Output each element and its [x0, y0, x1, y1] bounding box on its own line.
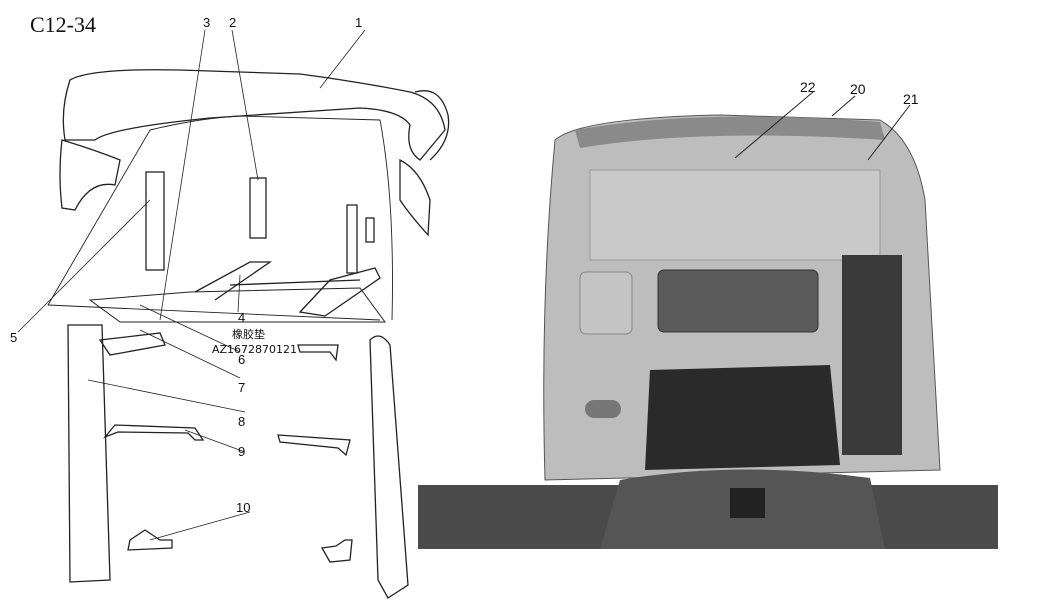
vent-grille: [585, 400, 621, 418]
coupling-plate: [730, 488, 765, 518]
callout-8: 8: [238, 414, 245, 429]
leader-7: [139, 329, 241, 379]
frame-member-right: [298, 267, 381, 317]
callout-4: 4: [238, 310, 245, 325]
callout-6: 6: [238, 352, 245, 367]
frame-crossbar: [229, 279, 361, 286]
frame-member-left: [194, 261, 273, 301]
air-intake-duct: [842, 255, 902, 455]
leader-3: [159, 29, 206, 321]
cab-back-bottom-edge: [47, 304, 381, 321]
leader-22: [734, 91, 814, 159]
leader-4: [237, 274, 241, 313]
bracket-center: [249, 177, 267, 239]
lower-frame: [88, 287, 386, 323]
photo-leaders: [734, 91, 911, 161]
callout-22: 22: [800, 79, 816, 95]
mount-bracket-left: [127, 529, 173, 551]
callout-3: 3: [203, 15, 210, 30]
left-wing-panel: [59, 139, 121, 211]
cab-photo: 22 20 21: [418, 79, 998, 549]
leader-5: [17, 199, 151, 333]
leader-6: [139, 304, 241, 353]
roof-deflector: [62, 69, 446, 161]
leader-1: [319, 29, 366, 89]
support-arm-upper-right: [297, 344, 339, 362]
clip-right: [365, 217, 375, 243]
side-hatch: [579, 271, 633, 335]
callout-21: 21: [903, 91, 919, 107]
callout-5: 5: [10, 330, 17, 345]
bracket-left: [145, 171, 165, 271]
callout-1: 1: [355, 15, 362, 30]
right-side-fairing: [369, 335, 409, 599]
engine-opening: [645, 365, 840, 470]
callouts-left: 1 2 3 4 5 6 7 8 9 10 橡胶垫 AZ1672870121: [10, 15, 362, 515]
part-label-cn: 橡胶垫: [232, 327, 265, 341]
callout-7: 7: [238, 380, 245, 395]
support-arm-right: [277, 434, 351, 457]
support-arm-left: [102, 424, 205, 441]
callout-10: 10: [236, 500, 250, 515]
leader-8: [87, 379, 246, 413]
callout-20: 20: [850, 81, 866, 97]
figure-code: C12-34: [30, 12, 96, 37]
upper-panel: [589, 169, 881, 261]
leader-10: [149, 511, 251, 541]
leader-2: [231, 29, 259, 181]
callout-9: 9: [238, 444, 245, 459]
mount-bracket-right: [320, 539, 353, 563]
callout-2: 2: [229, 15, 236, 30]
deflector-side-panel: [414, 90, 450, 161]
leader-9: [184, 429, 246, 453]
roof-spoiler: [575, 116, 885, 148]
cab-back-outline: [47, 115, 393, 321]
bracket-right: [346, 204, 358, 274]
support-arm-upper-left: [98, 332, 166, 356]
leader-21: [867, 104, 911, 161]
part-number: AZ1672870121: [212, 343, 297, 356]
rear-window: [657, 269, 819, 333]
right-wing-panel: [399, 158, 431, 237]
left-side-fairing: [67, 324, 111, 583]
cab-rear-drawing: [17, 29, 450, 599]
leader-20: [831, 95, 856, 117]
